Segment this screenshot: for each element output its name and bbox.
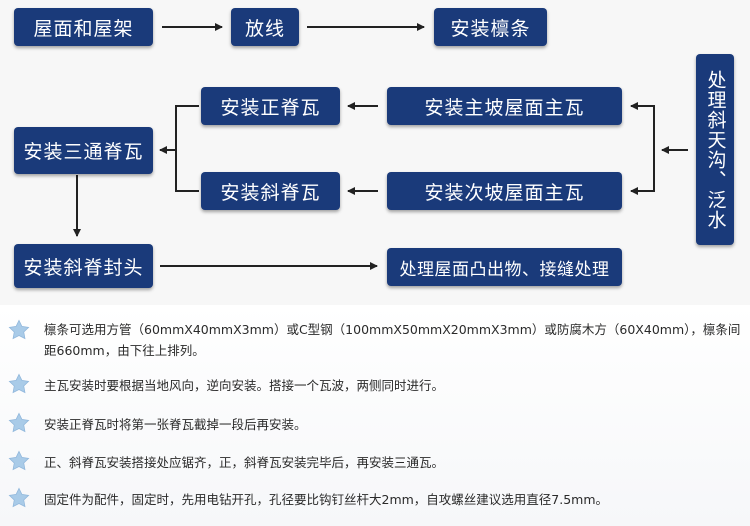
step-line-setting: 放线: [231, 8, 299, 46]
step-install-hip-ridge-end: 安装斜脊封头: [14, 244, 153, 288]
star-icon: [8, 412, 30, 433]
note-ridge-tile: 安装正脊瓦时将第一张脊瓦截掉一段后再安装。: [44, 417, 307, 432]
arrow-valley-to-main-slope: [630, 102, 655, 150]
step-install-main-slope-tile: 安装主坡屋面主瓦: [387, 87, 622, 125]
step-handle-valley-flashing-label: 处理斜天沟、泛水: [704, 69, 727, 230]
step-install-three-way-ridge-tile: 安装三通脊瓦: [14, 127, 153, 174]
notes-area: 檩条可选用方管（60mmX40mmX3mm）或C型钢（100mmX50mmX20…: [0, 305, 750, 526]
step-roof-and-truss: 屋面和屋架: [14, 8, 153, 46]
star-icon: [8, 373, 30, 394]
step-handle-roof-protrusions: 处理屋面凸出物、接缝处理: [387, 248, 622, 286]
arrow-hip-to-three-way: [175, 150, 199, 192]
step-install-purlin: 安装檩条: [434, 8, 547, 46]
step-handle-valley-flashing: 处理斜天沟、泛水: [696, 54, 734, 245]
star-icon: [8, 450, 30, 471]
arrow-valley-to-secondary-slope: [630, 150, 655, 195]
star-icon: [8, 487, 30, 508]
note-purlin: 檩条可选用方管（60mmX40mmX3mm）或C型钢（100mmX50mmX20…: [44, 322, 741, 358]
flow-arrows: [73, 23, 688, 270]
star-icon: [8, 319, 30, 340]
note-hip-ridge: 正、斜脊瓦安装搭接处应锯齐，正，斜脊瓦安装完毕后，再安装三通瓦。: [44, 455, 445, 470]
arrow-ridge-to-three-way: [159, 105, 199, 154]
note-main-tile: 主瓦安装时要根据当地风向，逆向安装。搭接一个瓦波，两侧同时进行。: [44, 378, 445, 393]
flowchart-area: 屋面和屋架 放线 安装檩条 安装正脊瓦 安装主坡屋面主瓦 安装三通脊瓦 安装斜脊…: [14, 8, 734, 288]
step-install-hip-ridge-tile: 安装斜脊瓦: [201, 172, 340, 210]
step-install-secondary-slope-tile: 安装次坡屋面主瓦: [387, 172, 622, 210]
note-fixings: 固定件为配件，固定时，先用电钻开孔，孔径要比钩钉丝杆大2mm，自攻螺丝建议选用直…: [44, 492, 609, 507]
step-install-ridge-tile: 安装正脊瓦: [201, 87, 340, 125]
